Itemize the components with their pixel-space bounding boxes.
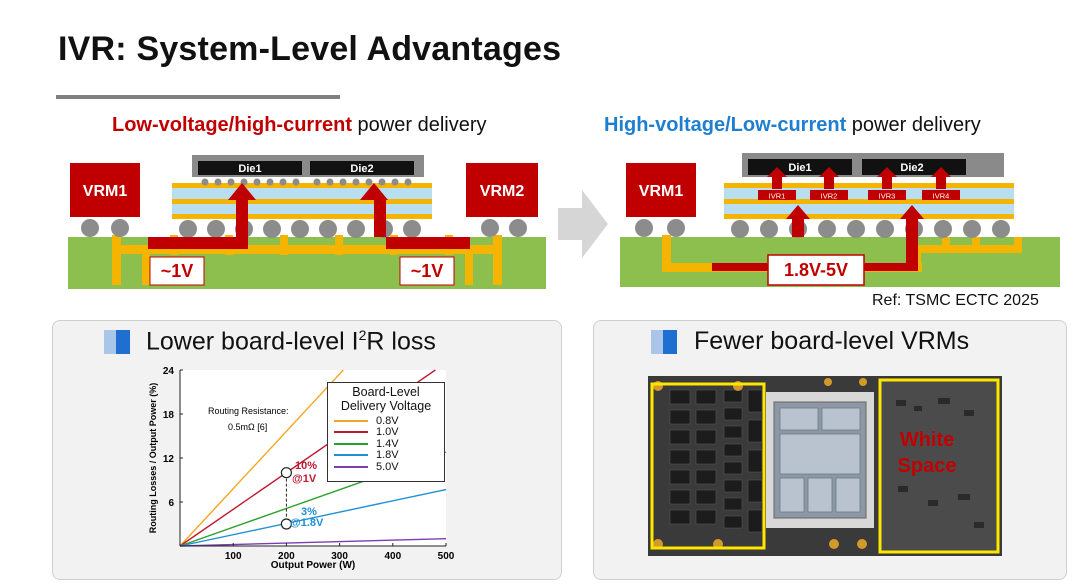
die1-label: Die1 [238, 163, 261, 175]
panel-icon-dark [116, 330, 130, 354]
vrm1-label: VRM1 [639, 183, 684, 200]
right-header-rest: power delivery [846, 114, 981, 136]
left-voltage-label-2: ~1V [411, 261, 444, 281]
reference-text: Ref: TSMC ECTC 2025 [872, 292, 1039, 309]
high-current-arrows [148, 183, 470, 249]
left-panel-title-sup: 2 [358, 327, 367, 343]
y-axis-label: Routing Losses / Output Power (%) [148, 383, 158, 534]
x-tick-label: 300 [331, 551, 348, 562]
legend-item: 1.8V [328, 449, 444, 462]
die1-label: Die1 [788, 162, 811, 174]
vrm1-box [70, 163, 140, 217]
routing-resistance-value: 0.5mΩ [6] [228, 422, 267, 432]
left-package-diagram: VRM1 VRM2 Die1 Die2 ~1V ~1V [68, 155, 546, 289]
legend-item: 1.0V [328, 426, 444, 439]
legend-item: 0.8V [328, 415, 444, 427]
vrm1-box [626, 163, 696, 217]
ivr4-label: IVR4 [933, 192, 950, 201]
left-header-emphasis: Low-voltage/high-current [112, 114, 352, 136]
white-space-label-1: White [900, 429, 954, 451]
marked-point-high [280, 467, 292, 479]
panel-icon-dark [663, 330, 677, 354]
board-photo: White Space [648, 376, 1002, 556]
die2-label: Die2 [900, 162, 923, 174]
marked-point-low [280, 518, 292, 530]
y-tick-label: 6 [168, 498, 174, 509]
y-tick-label: 24 [163, 366, 175, 377]
legend-item: 1.4V [328, 438, 444, 450]
routing-resistance-label: Routing Resistance: [208, 406, 289, 416]
vrm1-label: VRM1 [83, 183, 128, 200]
left-voltage-label-1: ~1V [161, 261, 194, 281]
title-underline [56, 95, 340, 99]
legend-swatch [334, 465, 368, 468]
panel-icon-light [104, 330, 116, 354]
series-line-0-8V [179, 369, 344, 547]
die2-box [310, 161, 414, 175]
slide-title: IVR: System-Level Advantages [58, 30, 562, 68]
annotation-low-at: @1.8V [290, 517, 324, 529]
right-header-emphasis: High-voltage/Low-current [604, 114, 847, 136]
chart-ticks-group: 100 200 300 400 500 6 12 18 24 [163, 366, 455, 562]
vrm-area-outline [650, 382, 766, 550]
right-header: High-voltage/Low-current power delivery [604, 114, 981, 137]
right-panel-title: Fewer board-level VRMs [694, 327, 970, 355]
legend-label: 0.8V [376, 414, 399, 427]
x-tick-label: 400 [384, 551, 401, 562]
left-panel-title: Lower board-level I2R loss [146, 327, 436, 356]
legend-swatch [334, 454, 368, 457]
legend-swatch [334, 431, 368, 434]
panel-icon-light [651, 330, 663, 354]
transition-arrow-icon [558, 190, 608, 258]
vrm2-box [466, 163, 538, 217]
x-axis-label: Output Power (W) [271, 560, 355, 571]
legend-title-2: Delivery Voltage [340, 399, 432, 413]
left-panel-title-a: Lower board-level I [146, 327, 359, 356]
y-tick-label: 12 [163, 454, 175, 465]
die1-box [198, 161, 302, 175]
legend-label: 1.4V [376, 437, 399, 450]
annotation-high-pct: 10% [295, 460, 317, 472]
white-space-label-2: Space [898, 455, 957, 477]
ivr-blocks [758, 190, 960, 200]
ivr1-label: IVR1 [769, 192, 786, 201]
die2-label: Die2 [350, 163, 373, 175]
pcb-board [68, 237, 546, 289]
right-voltage-label: 1.8V-5V [784, 260, 848, 280]
vrm2-label: VRM2 [480, 183, 525, 200]
y-tick-label: 18 [163, 410, 175, 421]
annotation-high-at: @1V [292, 473, 317, 485]
vrm-components [669, 389, 763, 533]
legend-item: 5.0V [328, 461, 444, 473]
legend-title-1: Board-Level [352, 385, 420, 399]
right-package-diagram: VRM1 IVR1 IVR2 IVR3 IVR4 Die1 Die2 1.8V- [620, 153, 1060, 287]
ivr2-label: IVR2 [821, 192, 838, 201]
x-tick-label: 200 [278, 551, 295, 562]
legend-label: 1.0V [376, 426, 399, 439]
x-tick-label: 100 [225, 551, 242, 562]
legend-label: 1.8V [376, 449, 399, 462]
left-panel-title-b: R loss [366, 327, 436, 356]
annotation-low-pct: 3% [301, 506, 317, 518]
legend-swatch [334, 419, 368, 422]
legend-swatch [334, 442, 368, 445]
left-header: Low-voltage/high-current power delivery [112, 114, 487, 137]
legend-label: 5.0V [376, 460, 399, 473]
series-line-5-0V [179, 537, 447, 547]
x-tick-label: 500 [438, 551, 455, 562]
left-header-rest: power delivery [352, 114, 487, 136]
series-line-1-8V [179, 488, 447, 547]
ivr3-label: IVR3 [879, 192, 896, 201]
